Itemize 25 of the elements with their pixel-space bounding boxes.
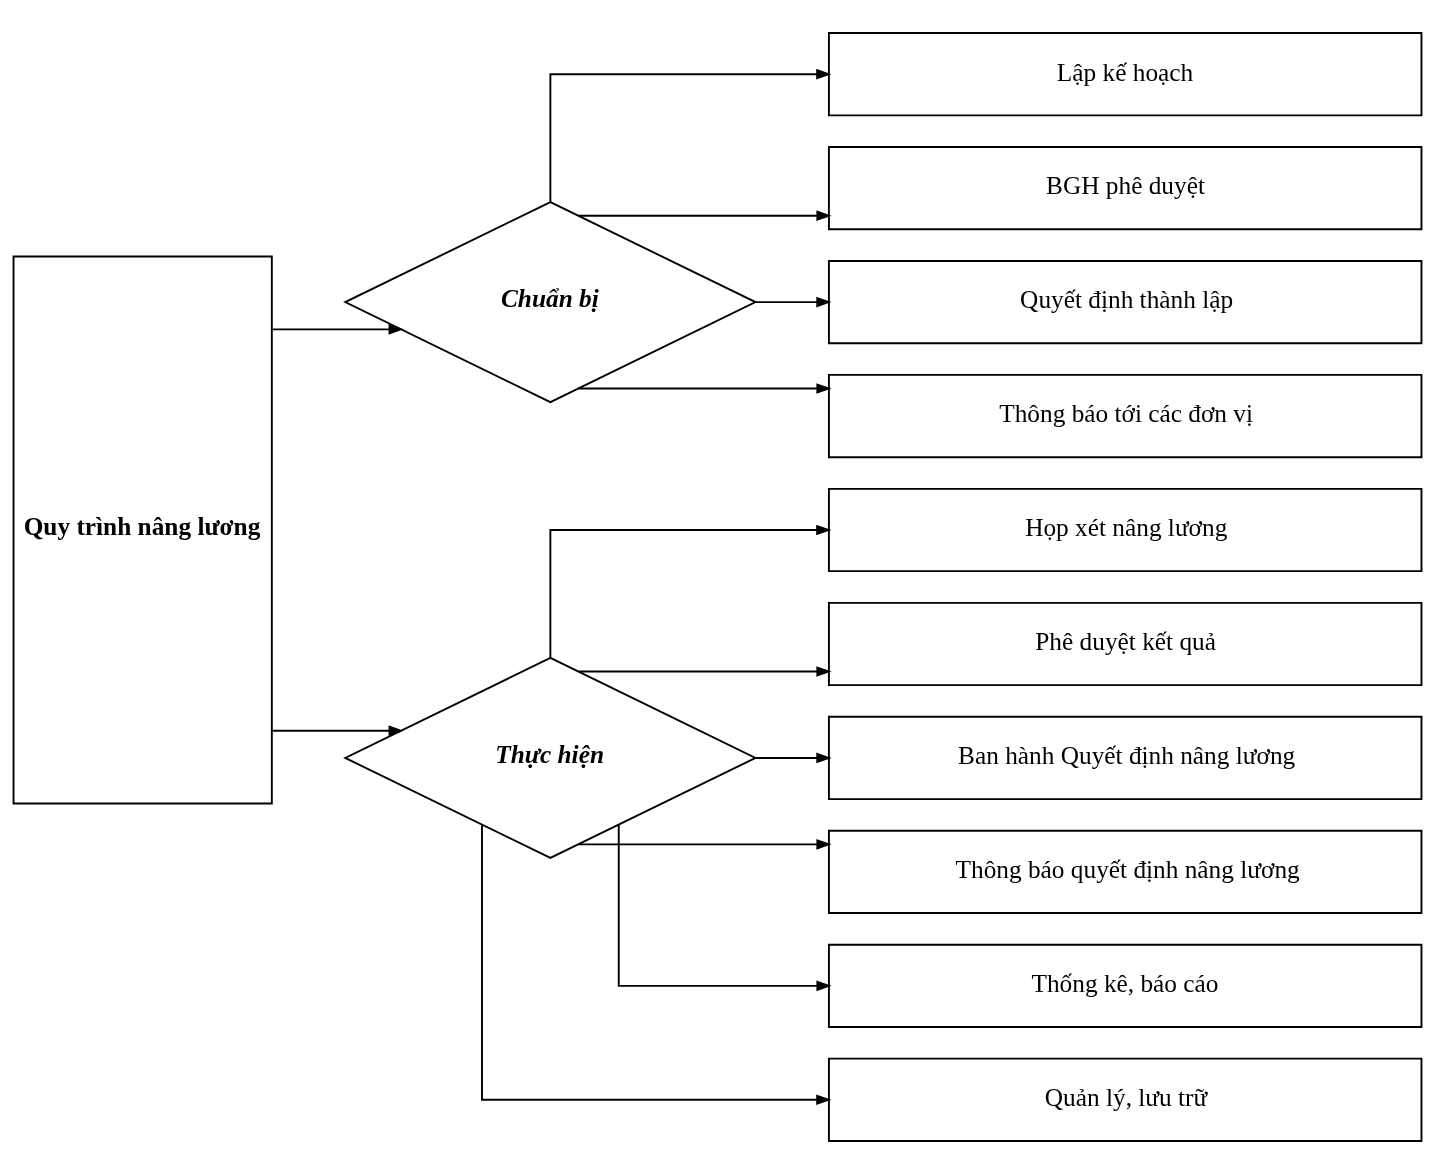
node-box: Quản lý, lưu trữ: [827, 1057, 1423, 1142]
node-box: Thông báo tới các đơn vị: [827, 373, 1423, 459]
arrow: [754, 752, 832, 764]
node-diamond: Thực hiện: [343, 656, 758, 859]
arrow: [754, 296, 832, 308]
node-box: Phê duyệt kết quả: [827, 601, 1423, 687]
node-box: Quyết định thành lập: [827, 260, 1423, 345]
arrow: [549, 68, 832, 203]
arrow: [577, 839, 832, 850]
arrow: [481, 823, 832, 1106]
node-box: Quy trình nâng lương: [12, 255, 273, 805]
node-box: Họp xét nâng lương: [827, 487, 1423, 573]
node-box: Ban hành Quyết định nâng lương: [827, 715, 1423, 801]
arrow: [617, 824, 832, 992]
arrow: [577, 666, 832, 677]
node-box: Lập kế hoạch: [827, 32, 1423, 117]
arrow: [577, 210, 832, 222]
node-box: Thống kê, báo cáo: [827, 943, 1423, 1028]
arrow: [577, 383, 832, 394]
node-box: BGH phê duyệt: [827, 146, 1423, 231]
arrow: [271, 725, 404, 737]
node-box: Thông báo quyết định nâng lương: [827, 829, 1423, 914]
arrow: [271, 324, 404, 335]
arrow: [549, 524, 832, 659]
node-diamond: Chuẩn bị: [343, 201, 758, 404]
